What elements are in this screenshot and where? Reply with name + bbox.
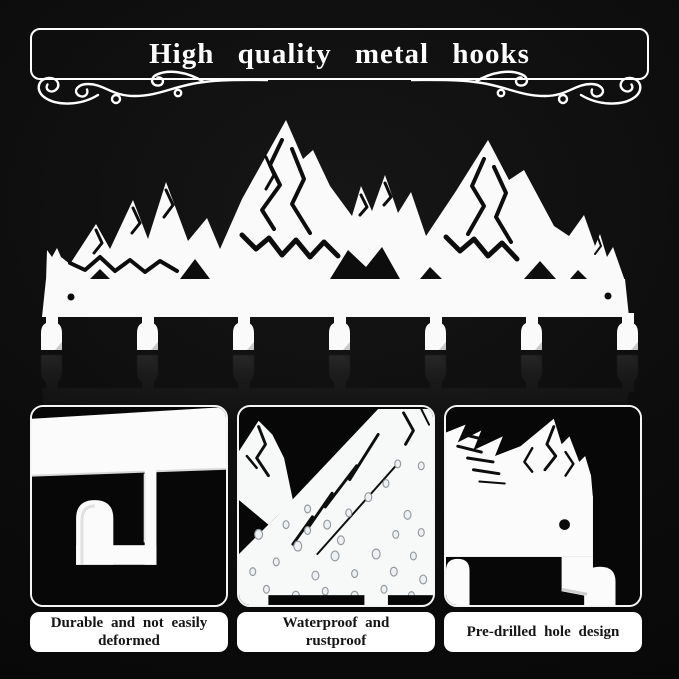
pre-drilled-hole	[559, 519, 570, 531]
flourish-ornament-right-icon	[411, 70, 642, 105]
mountain-rack-artwork	[30, 107, 650, 367]
feature-card-predrilled	[444, 405, 642, 607]
mounting-hole-left	[67, 293, 75, 301]
mounting-hole-right	[604, 292, 612, 300]
waterdrops-mountains-image	[239, 407, 433, 605]
hook-tips	[41, 355, 638, 383]
flourish-ornament-left-icon	[37, 70, 268, 105]
caption-text: Waterproof and rustproof	[282, 615, 390, 649]
mountain-base-gaps	[90, 247, 587, 279]
hook-bevels	[55, 355, 638, 363]
banner-title: High quality metal hooks	[149, 37, 530, 70]
feature-caption-waterproof: Waterproof and rustproof	[237, 612, 435, 652]
mountain-rack-image	[41, 120, 638, 350]
mountain-crevices	[68, 138, 602, 274]
caption-text: Pre-drilled hole design	[466, 624, 620, 640]
drilled-hole-closeup-image	[446, 407, 640, 605]
caption-text: Durable and not easily deformed	[50, 615, 208, 649]
hook-bevels	[55, 342, 638, 350]
hook-tips	[41, 322, 638, 350]
hook-closeup-image	[32, 407, 226, 605]
feature-card-durable	[30, 405, 228, 607]
feature-card-waterproof	[237, 405, 435, 607]
header-banner: High quality metal hooks	[30, 28, 649, 80]
hook-straps	[46, 374, 634, 392]
feature-caption-predrilled: Pre-drilled hole design	[444, 612, 642, 652]
feature-caption-durable: Durable and not easily deformed	[30, 612, 228, 652]
